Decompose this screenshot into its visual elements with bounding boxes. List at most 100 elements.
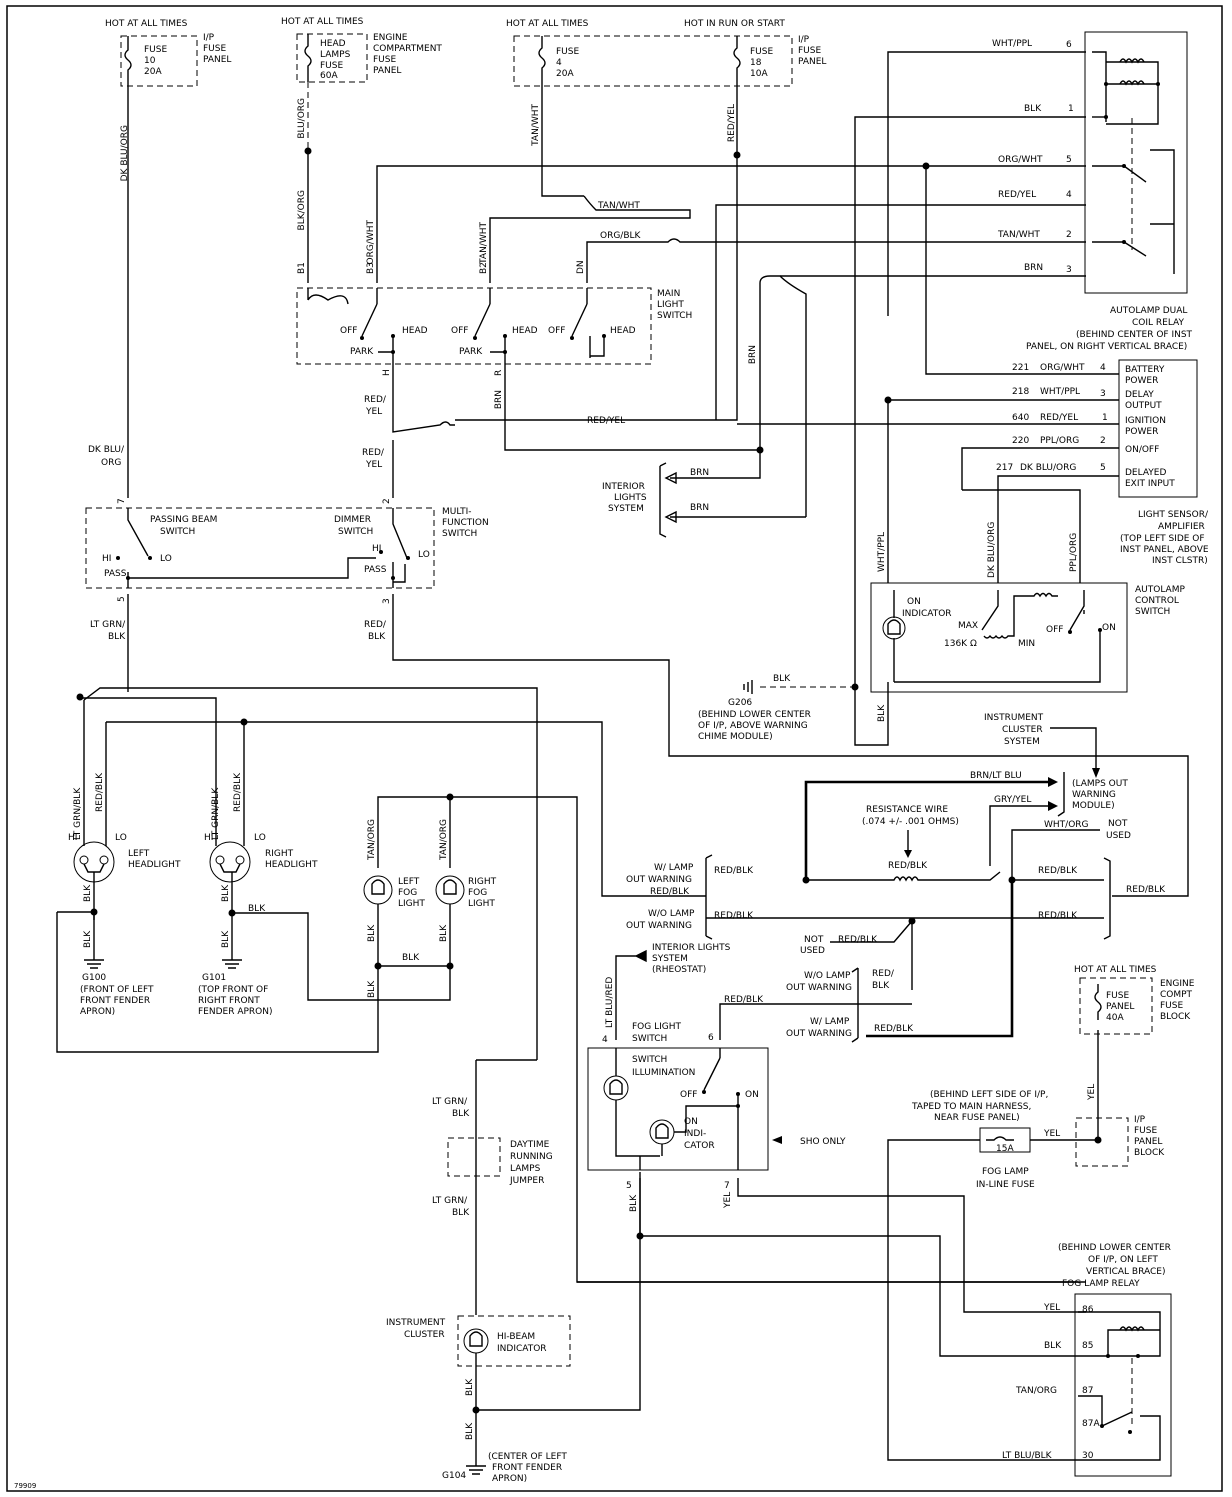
ipfuse-yel: YEL <box>1043 1129 1060 1139</box>
fuse-4-18-panel: HOT AT ALL TIMES HOT IN RUN OR START FUS… <box>506 19 826 87</box>
headlamps-fuse-l1: HEAD <box>320 39 346 49</box>
interior-lights-l3: SYSTEM <box>608 504 644 514</box>
engfuse-hot: HOT AT ALL TIMES <box>1074 965 1157 975</box>
rh-blk-horiz: BLK <box>248 904 266 914</box>
multi-function-switch: MULTI- FUNCTION SWITCH 7 2 5 3 PASSING B… <box>85 498 489 604</box>
lo-w2-2: OUT WARNING <box>786 1029 852 1039</box>
sensor-label-5: IGNITION <box>1125 416 1166 426</box>
relay-wire-orgwht: ORG/WHT <box>998 155 1043 165</box>
sensor-wire-pplorg: PPL/ORG <box>1040 436 1079 446</box>
wire-dkbluorg-label-2a: DK BLU/ <box>88 445 125 455</box>
wire-redyel-h-label-b: YEL <box>365 407 382 417</box>
inline-n2: TAPED TO MAIN HARNESS, <box>911 1102 1031 1112</box>
headlamps-fuse: HOT AT ALL TIMES HEAD LAMPS FUSE 60A ENG… <box>281 17 442 83</box>
engfuse-l2: PANEL <box>1106 1002 1134 1012</box>
main-switch-park-2: PARK <box>459 347 483 357</box>
g100-l2: FRONT FENDER <box>80 996 150 1006</box>
wire-tanwht-label-vert: TAN/WHT <box>531 104 541 147</box>
main-switch-title-1: MAIN <box>657 289 680 299</box>
lo-notused-a: NOT <box>1108 819 1128 829</box>
instrument-cluster-hibeam: INSTRUMENT CLUSTER HI-BEAM INDICATOR BLK… <box>386 1172 641 1484</box>
drl-wire-bot-a: LT GRN/ <box>432 1196 468 1206</box>
rh-label-2: HEADLIGHT <box>265 860 318 870</box>
resist-l1: RESISTANCE WIRE <box>866 805 948 815</box>
multi-pin-7: 7 <box>117 498 127 504</box>
fogrelay-p85: 85 <box>1082 1341 1093 1351</box>
main-switch-head-3: HEAD <box>610 326 636 336</box>
wire-orgwht-b3 <box>376 165 1078 283</box>
autolamp-dual-coil-relay: WHT/PPL 6 BLK 1 ORG/WHT 5 RED/YEL 4 TAN/… <box>887 31 1193 352</box>
fogrelay-blk: BLK <box>1044 1341 1062 1351</box>
autolamp-on-2: INDICATOR <box>902 609 952 619</box>
sensor-pin-2: 2 <box>1100 436 1106 446</box>
ipfuse-l2: FUSE <box>1134 1126 1157 1136</box>
g104-l3: APRON) <box>492 1474 527 1484</box>
sensor-label-4: OUTPUT <box>1125 401 1162 411</box>
g206-l3: CHIME MODULE) <box>698 732 773 742</box>
fog-blk-down: BLK <box>367 980 377 998</box>
wire-redyel-h <box>392 364 455 433</box>
lf-label-3: LIGHT <box>398 899 425 909</box>
main-switch-off-1: OFF <box>340 326 357 336</box>
lo-redblk-7a: RED/ <box>872 969 895 979</box>
ipfuse-l1: I/P <box>1134 1115 1146 1125</box>
sensor-wire-dkbluorg: DK BLU/ORG <box>1020 463 1076 473</box>
wire-orgblk <box>586 238 1078 283</box>
lf-wire-tanorg: TAN/ORG <box>367 819 377 861</box>
fuse-18-amp: 10A <box>750 69 768 79</box>
wire-brn-r <box>504 364 760 451</box>
autolamp-title-3: SWITCH <box>1135 607 1170 617</box>
wire-tanwht-label-horiz: TAN/WHT <box>597 201 640 211</box>
wire-brn-relay3 <box>759 275 1078 450</box>
main-switch-title-3: SWITCH <box>657 311 692 321</box>
sensor-circ-640: 640 <box>1012 413 1029 423</box>
autolamp-control-switch: WHT/PPL DK BLU/ORG PPL/ORG ON INDICATOR … <box>870 400 1185 693</box>
drl-wire-top-a: LT GRN/ <box>432 1097 468 1107</box>
fuse-18-panel-2: FUSE <box>798 46 821 56</box>
autolamp-title-2: CONTROL <box>1135 596 1179 606</box>
clsys-l3: SYSTEM <box>1004 737 1040 747</box>
fuse-10-panel-2: FUSE <box>203 44 226 54</box>
lf-blk: BLK <box>367 924 377 942</box>
wire-tanwht-label-b2: TAN/WHT <box>479 222 489 265</box>
drl-wire-bot-b: BLK <box>452 1208 470 1218</box>
engine-panel-l3: FUSE <box>373 55 396 65</box>
cluster-l1: INSTRUMENT <box>386 1318 446 1328</box>
multi-pin-5: 5 <box>117 596 127 602</box>
engfuse-l3: 40A <box>1106 1013 1124 1023</box>
main-switch-title-2: LIGHT <box>657 300 684 310</box>
fog-light-switch: INTERIOR LIGHTS SYSTEM (RHEOSTAT) LT BLU… <box>587 943 1078 1357</box>
wire-brn-r-label: BRN <box>494 390 504 409</box>
hibeam-l1: HI-BEAM <box>497 1332 535 1342</box>
rheo-l1: INTERIOR LIGHTS <box>652 943 731 953</box>
figure-id: 79909 <box>14 1482 36 1490</box>
lf-label-2: FOG <box>398 888 417 898</box>
fuse-10-number: 10 <box>144 56 156 66</box>
fuse-10: HOT AT ALL TIMES FUSE 10 20A I/P FUSE PA… <box>105 19 231 87</box>
drl-l1: DAYTIME <box>510 1140 550 1150</box>
lo-wo-2: OUT WARNING <box>626 921 692 931</box>
rh-label-1: RIGHT <box>265 849 294 859</box>
headlamps-fuse-hot-label: HOT AT ALL TIMES <box>281 17 364 27</box>
g101-name: G101 <box>202 973 226 983</box>
clsys-m1: (LAMPS OUT <box>1072 779 1128 789</box>
fogsw-ind-1: ON <box>684 1117 698 1127</box>
fogsw-off: OFF <box>680 1090 697 1100</box>
g104-l1: (CENTER OF LEFT <box>488 1452 567 1462</box>
fogsw-pin-6: 6 <box>708 1033 714 1043</box>
wire-redyel-horiz-label: RED/YEL <box>587 416 625 426</box>
wire-bluorg-label: BLU/ORG <box>297 98 307 139</box>
sensor-title-3: (TOP LEFT SIDE OF <box>1120 534 1205 544</box>
wire-blkorg-label: BLK/ORG <box>297 190 307 230</box>
sensor-circ-220: 220 <box>1012 436 1029 446</box>
lo-notused-b: USED <box>1106 831 1131 841</box>
fogrelay-p86: 86 <box>1082 1305 1094 1315</box>
fog-lamp-inline-fuse: (BEHIND LEFT SIDE OF I/P, TAPED TO MAIN … <box>887 1090 1078 1461</box>
ipfuse-l4: BLOCK <box>1134 1148 1165 1158</box>
wire-redyel-m-label-a: RED/ <box>362 448 385 458</box>
fuse-10-panel-1: I/P <box>203 33 215 43</box>
relay-pin-6: 6 <box>1066 40 1072 50</box>
drl-l3: LAMPS <box>510 1164 541 1174</box>
interior-brn-2: BRN <box>690 503 709 513</box>
fogrelay-ltblublk: LT BLU/BLK <box>1002 1451 1053 1461</box>
